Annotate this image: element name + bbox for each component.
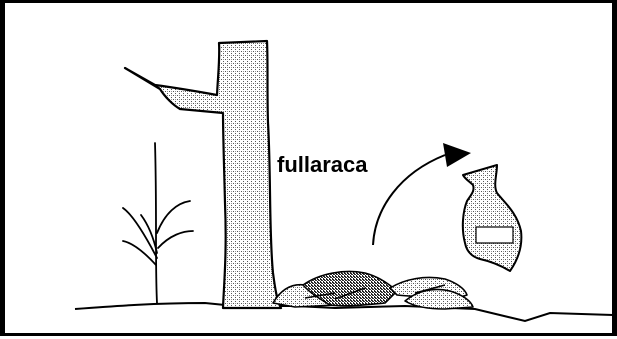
small-plant [123, 143, 193, 303]
leaf-label-box [476, 227, 513, 243]
leaf-litter-pile [273, 272, 473, 310]
curved-arrow [373, 155, 445, 245]
tree-trunk [125, 41, 281, 308]
falling-leaf [463, 165, 522, 271]
arrowhead-icon [443, 143, 471, 167]
fullaraca-label: fullaraca [277, 154, 368, 176]
